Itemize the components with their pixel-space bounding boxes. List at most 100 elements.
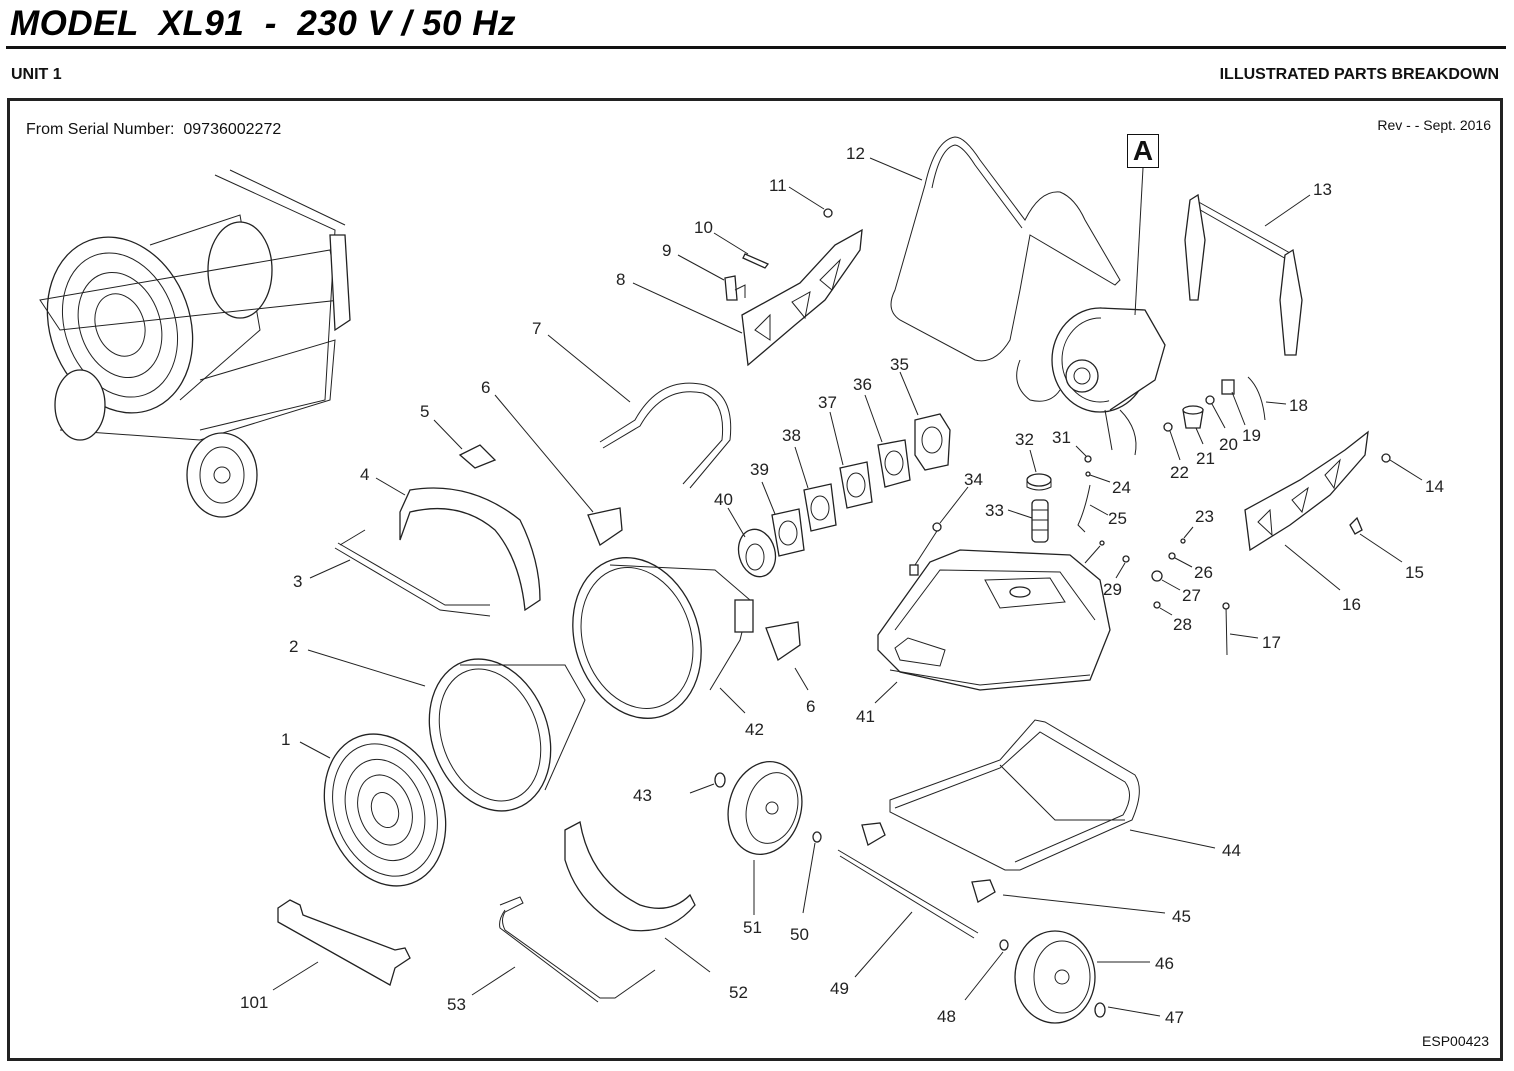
part-16-side-plate: 16 [1244, 430, 1369, 614]
callout-21[interactable]: 21 [1196, 449, 1215, 468]
part-12-upper-frame: 12 [846, 136, 1121, 362]
callout-31[interactable]: 31 [1052, 428, 1071, 447]
part-45-axle-brackets: 45 [861, 822, 1191, 926]
part-22-fitting: 22 [1163, 422, 1189, 482]
callout-33[interactable]: 33 [985, 501, 1004, 520]
part-34-fuel-gauge: 34 [909, 470, 983, 576]
part-42-outer-shell: 42 [572, 557, 764, 739]
part-15-latch: 15 [1349, 516, 1424, 582]
callout-51[interactable]: 51 [743, 918, 762, 937]
callout-45[interactable]: 45 [1172, 907, 1191, 926]
document-id: ESP00423 [1422, 1033, 1489, 1049]
part-24-screw: 24 [1085, 471, 1131, 497]
part-37-gasket: 37 [818, 393, 873, 509]
part-9-clip: 9 [662, 241, 746, 301]
callout-8[interactable]: 8 [616, 270, 625, 289]
callout-5[interactable]: 5 [420, 402, 429, 421]
callout-26[interactable]: 26 [1194, 563, 1213, 582]
callout-28[interactable]: 28 [1173, 615, 1192, 634]
callout-6-lower[interactable]: 6 [806, 697, 815, 716]
callout-44[interactable]: 44 [1222, 841, 1241, 860]
revision-label: Rev - - Sept. 2016 [1377, 117, 1491, 133]
callout-7[interactable]: 7 [532, 319, 541, 338]
callout-22[interactable]: 22 [1170, 463, 1189, 482]
part-101-base-bracket: 101 [240, 899, 411, 1012]
part-52-bottom-shroud: 52 [564, 821, 748, 1002]
part-a-burner-assembly [1016, 167, 1166, 456]
part-11-bolt: 11 [769, 176, 833, 218]
diagram-frame [7, 98, 1503, 1061]
callout-10[interactable]: 10 [694, 218, 713, 237]
callout-25[interactable]: 25 [1108, 509, 1127, 528]
callout-24[interactable]: 24 [1112, 478, 1131, 497]
callout-1[interactable]: 1 [281, 730, 290, 749]
callout-36[interactable]: 36 [853, 375, 872, 394]
serial-number: From Serial Number: 09736002272 [26, 121, 282, 138]
callout-37[interactable]: 37 [818, 393, 837, 412]
callout-41[interactable]: 41 [856, 707, 875, 726]
part-13-handle-assembly: 13 [1184, 180, 1332, 356]
part-29-washer: 29 [1103, 555, 1130, 599]
callout-16[interactable]: 16 [1342, 595, 1361, 614]
callout-53[interactable]: 53 [447, 995, 466, 1014]
callout-18[interactable]: 18 [1289, 396, 1308, 415]
callout-34[interactable]: 34 [964, 470, 983, 489]
part-3-support-rod: 3 [293, 529, 491, 617]
part-46-wheel: 46 [1014, 930, 1174, 1024]
callout-50[interactable]: 50 [790, 925, 809, 944]
part-48-washer: 48 [937, 939, 1009, 1026]
callout-13[interactable]: 13 [1313, 180, 1332, 199]
part-6-mount-bracket-lower: 6 [765, 621, 815, 716]
part-5-bracket: 5 [420, 402, 497, 469]
part-51-wheel: 51 [727, 761, 803, 937]
part-25-hose: 25 [1077, 484, 1127, 533]
callout-3[interactable]: 3 [293, 572, 302, 591]
part-47-hubcap: 47 [1094, 1002, 1184, 1027]
callout-23[interactable]: 23 [1195, 507, 1214, 526]
detail-box-a[interactable]: A [1127, 134, 1159, 168]
callout-47[interactable]: 47 [1165, 1008, 1184, 1027]
part-26-clip: 26 [1168, 552, 1213, 582]
callout-42[interactable]: 42 [745, 720, 764, 739]
callout-17[interactable]: 17 [1262, 633, 1281, 652]
callout-14[interactable]: 14 [1425, 477, 1444, 496]
part-20-nut: 20 [1205, 395, 1238, 454]
callout-20[interactable]: 20 [1219, 435, 1238, 454]
callout-49[interactable]: 49 [830, 979, 849, 998]
part-14-bolt: 14 [1381, 453, 1444, 496]
callout-48[interactable]: 48 [937, 1007, 956, 1026]
callout-9[interactable]: 9 [662, 241, 671, 260]
part-6-mount-bracket-upper: 6 [481, 378, 623, 546]
callout-2[interactable]: 2 [289, 637, 298, 656]
callout-32[interactable]: 32 [1015, 430, 1034, 449]
callout-11[interactable]: 11 [769, 176, 787, 195]
callout-29[interactable]: 29 [1103, 580, 1122, 599]
callout-52[interactable]: 52 [729, 983, 748, 1002]
title-rule [6, 46, 1506, 49]
callout-6-upper[interactable]: 6 [481, 378, 490, 397]
part-39-gasket: 39 [750, 460, 805, 557]
part-32-fuel-cap: 32 [1015, 430, 1052, 491]
callout-19[interactable]: 19 [1242, 426, 1261, 445]
callout-46[interactable]: 46 [1155, 954, 1174, 973]
callout-101[interactable]: 101 [240, 993, 268, 1012]
callout-38[interactable]: 38 [782, 426, 801, 445]
part-49-axle: 49 [830, 849, 979, 998]
part-10-pin: 10 [694, 218, 770, 269]
callout-43[interactable]: 43 [633, 786, 652, 805]
section-title: ILLUSTRATED PARTS BREAKDOWN [1219, 66, 1499, 83]
callout-4[interactable]: 4 [360, 465, 369, 484]
callout-39[interactable]: 39 [750, 460, 769, 479]
callout-27[interactable]: 27 [1182, 586, 1201, 605]
part-21-filter-cup: 21 [1182, 405, 1215, 468]
part-27-nut: 27 [1151, 570, 1201, 605]
part-36-gasket: 36 [853, 375, 911, 488]
callout-15[interactable]: 15 [1405, 563, 1424, 582]
callout-12[interactable]: 12 [846, 144, 865, 163]
callout-35[interactable]: 35 [890, 355, 909, 374]
part-38-gasket: 38 [782, 426, 837, 532]
callout-40[interactable]: 40 [714, 490, 733, 509]
part-41-fuel-tank: 41 [856, 549, 1111, 726]
part-31-nut: 31 [1052, 428, 1092, 463]
